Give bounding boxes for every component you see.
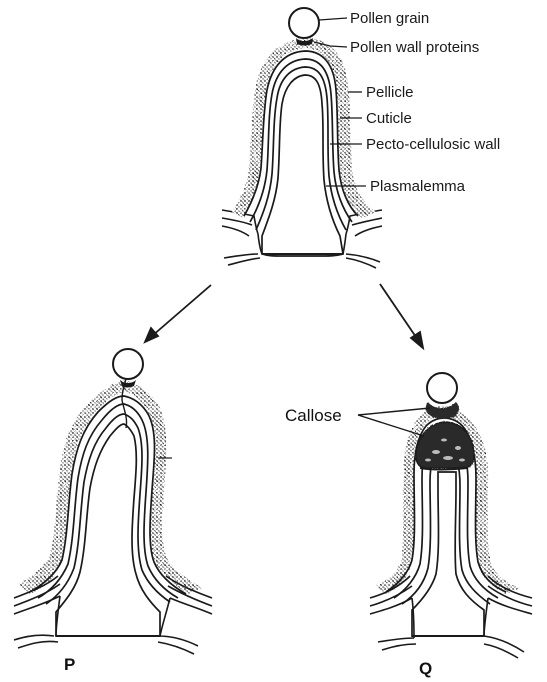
p-pollen-grain: [113, 349, 143, 379]
top-pollen-grain: [289, 8, 319, 38]
q-pollen-grain: [427, 373, 457, 403]
label-panel-q: Q: [419, 659, 432, 678]
arrow-to-p: [145, 285, 211, 342]
label-pellicle: Pellicle: [366, 84, 414, 101]
label-panel-p: P: [64, 655, 75, 674]
label-pollen-wall-proteins: Pollen wall proteins: [350, 39, 479, 56]
papilla-q: [370, 373, 532, 658]
label-callose: Callose: [285, 406, 342, 425]
label-cuticle: Cuticle: [366, 110, 412, 127]
label-pollen-grain: Pollen grain: [350, 10, 429, 27]
label-pecto-cellulosic-wall: Pecto-cellulosic wall: [366, 136, 500, 153]
papilla-p: [14, 349, 212, 654]
top-pellicle: [232, 38, 376, 218]
label-plasmalemma: Plasmalemma: [370, 178, 466, 195]
arrow-to-q: [380, 284, 423, 348]
top-neighbour-cells: [222, 210, 382, 268]
